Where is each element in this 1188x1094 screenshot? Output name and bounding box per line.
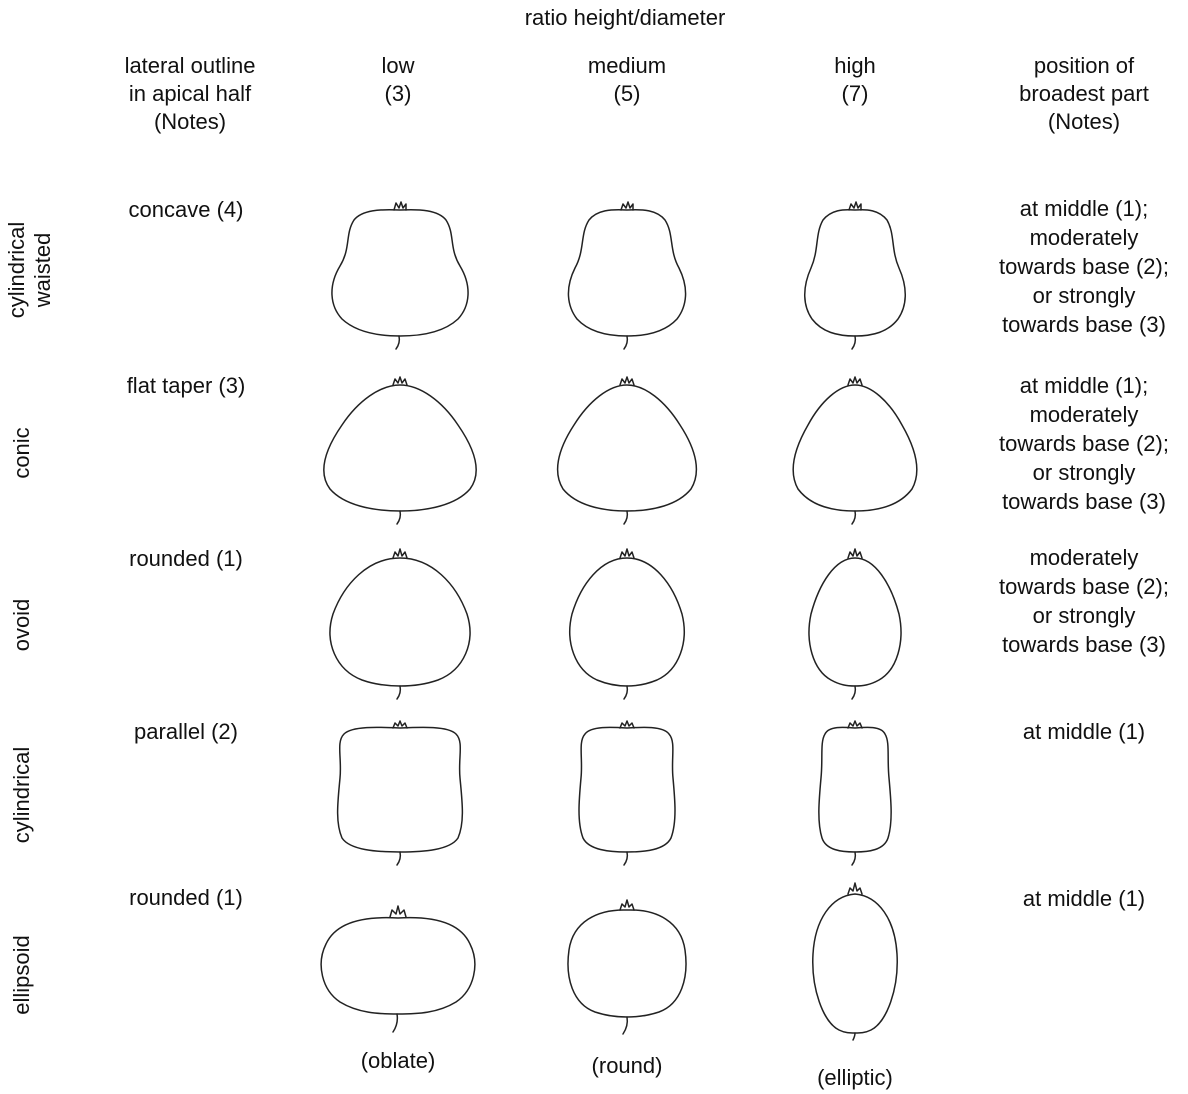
row-name-line: cylindrical: [9, 746, 34, 844]
row-name-conic: conic: [9, 427, 35, 478]
fruit-ovoid-medium: [569, 548, 685, 700]
fruit-conic-medium: [556, 376, 698, 525]
fruit-waisted-medium: [567, 201, 687, 350]
outline-note-row2: flat taper (3): [126, 373, 246, 398]
header-line: position of: [1033, 53, 1135, 78]
position-line: or strongly: [1032, 603, 1136, 628]
position-line: moderately: [1029, 545, 1139, 570]
header-lateral-outline: lateral outline in apical half (Notes): [125, 52, 256, 136]
position-line: at middle (1);: [1019, 196, 1149, 221]
fruit-ellipsoid-round: [567, 899, 687, 1035]
header-line: (7): [841, 81, 869, 106]
position-line: or strongly: [1032, 460, 1136, 485]
row-name-cylindrical: cylindrical: [9, 747, 35, 844]
position-line: towards base (3): [1002, 632, 1166, 657]
position-note-row4: at middle (1): [1023, 717, 1145, 746]
row-name-line: conic: [9, 427, 34, 479]
row-name-line: ellipsoid: [9, 935, 34, 1015]
position-note-row5: at middle (1): [1023, 884, 1145, 913]
header-low: low (3): [381, 52, 414, 108]
caption-elliptic: (elliptic): [817, 1065, 893, 1090]
row-name-ellipsoid: ellipsoid: [9, 935, 35, 1015]
fruit-conic-low: [323, 376, 477, 525]
row-name-line: waisted: [30, 232, 55, 308]
outline-note-row4: parallel (2): [134, 719, 238, 744]
header-medium: medium (5): [588, 52, 666, 108]
header-high: high (7): [834, 52, 876, 108]
fruit-waisted-low: [331, 201, 469, 350]
position-line: towards base (2);: [999, 254, 1169, 279]
position-line: moderately: [1029, 402, 1139, 427]
header-line: (Notes): [153, 109, 227, 134]
position-line: at middle (1);: [1019, 373, 1149, 398]
header-line: medium: [587, 53, 667, 78]
position-line: towards base (2);: [999, 431, 1169, 456]
outline-note-row1: concave (4): [128, 197, 244, 222]
fruit-ovoid-high: [808, 548, 902, 700]
outline-note-row5: rounded (1): [129, 885, 243, 910]
header-line: in apical half: [128, 81, 252, 106]
header-broadest-part: position of broadest part (Notes): [1019, 52, 1149, 136]
fruit-ellipsoid-elliptic: [812, 882, 898, 1041]
row-name-cylindrical-waisted: cylindrical waisted: [4, 222, 56, 319]
header-line: (5): [613, 81, 641, 106]
fruit-ellipsoid-oblate: [320, 905, 476, 1033]
caption-oblate: (oblate): [360, 1048, 436, 1073]
row-name-ovoid: ovoid: [9, 599, 35, 652]
fruit-cylindrical-medium: [578, 720, 676, 866]
header-line: broadest part: [1019, 81, 1149, 106]
header-line: (3): [384, 81, 412, 106]
fruit-cylindrical-low: [336, 720, 464, 866]
chart-title: ratio height/diameter: [524, 5, 726, 30]
position-line: towards base (3): [1002, 489, 1166, 514]
fruit-waisted-high: [804, 201, 906, 350]
fruit-cylindrical-high: [818, 720, 892, 866]
caption-round: (round): [591, 1053, 663, 1078]
position-note-row3: moderately towards base (2); or strongly…: [999, 543, 1169, 659]
outline-note-row3: rounded (1): [129, 546, 243, 571]
header-line: high: [834, 53, 876, 78]
header-line: low: [381, 53, 415, 78]
position-line: towards base (3): [1002, 312, 1166, 337]
position-line: towards base (2);: [999, 574, 1169, 599]
header-line: lateral outline: [124, 53, 256, 78]
position-note-row1: at middle (1); moderately towards base (…: [999, 194, 1169, 339]
row-name-line: ovoid: [9, 598, 34, 652]
position-line: or strongly: [1032, 283, 1136, 308]
position-line: at middle (1): [1022, 886, 1146, 911]
fruit-conic-high: [792, 376, 918, 525]
position-line: moderately: [1029, 225, 1139, 250]
row-name-line: cylindrical: [4, 221, 29, 319]
position-line: at middle (1): [1022, 719, 1146, 744]
fruit-ovoid-low: [329, 548, 471, 700]
position-note-row2: at middle (1); moderately towards base (…: [999, 371, 1169, 516]
header-line: (Notes): [1047, 109, 1121, 134]
